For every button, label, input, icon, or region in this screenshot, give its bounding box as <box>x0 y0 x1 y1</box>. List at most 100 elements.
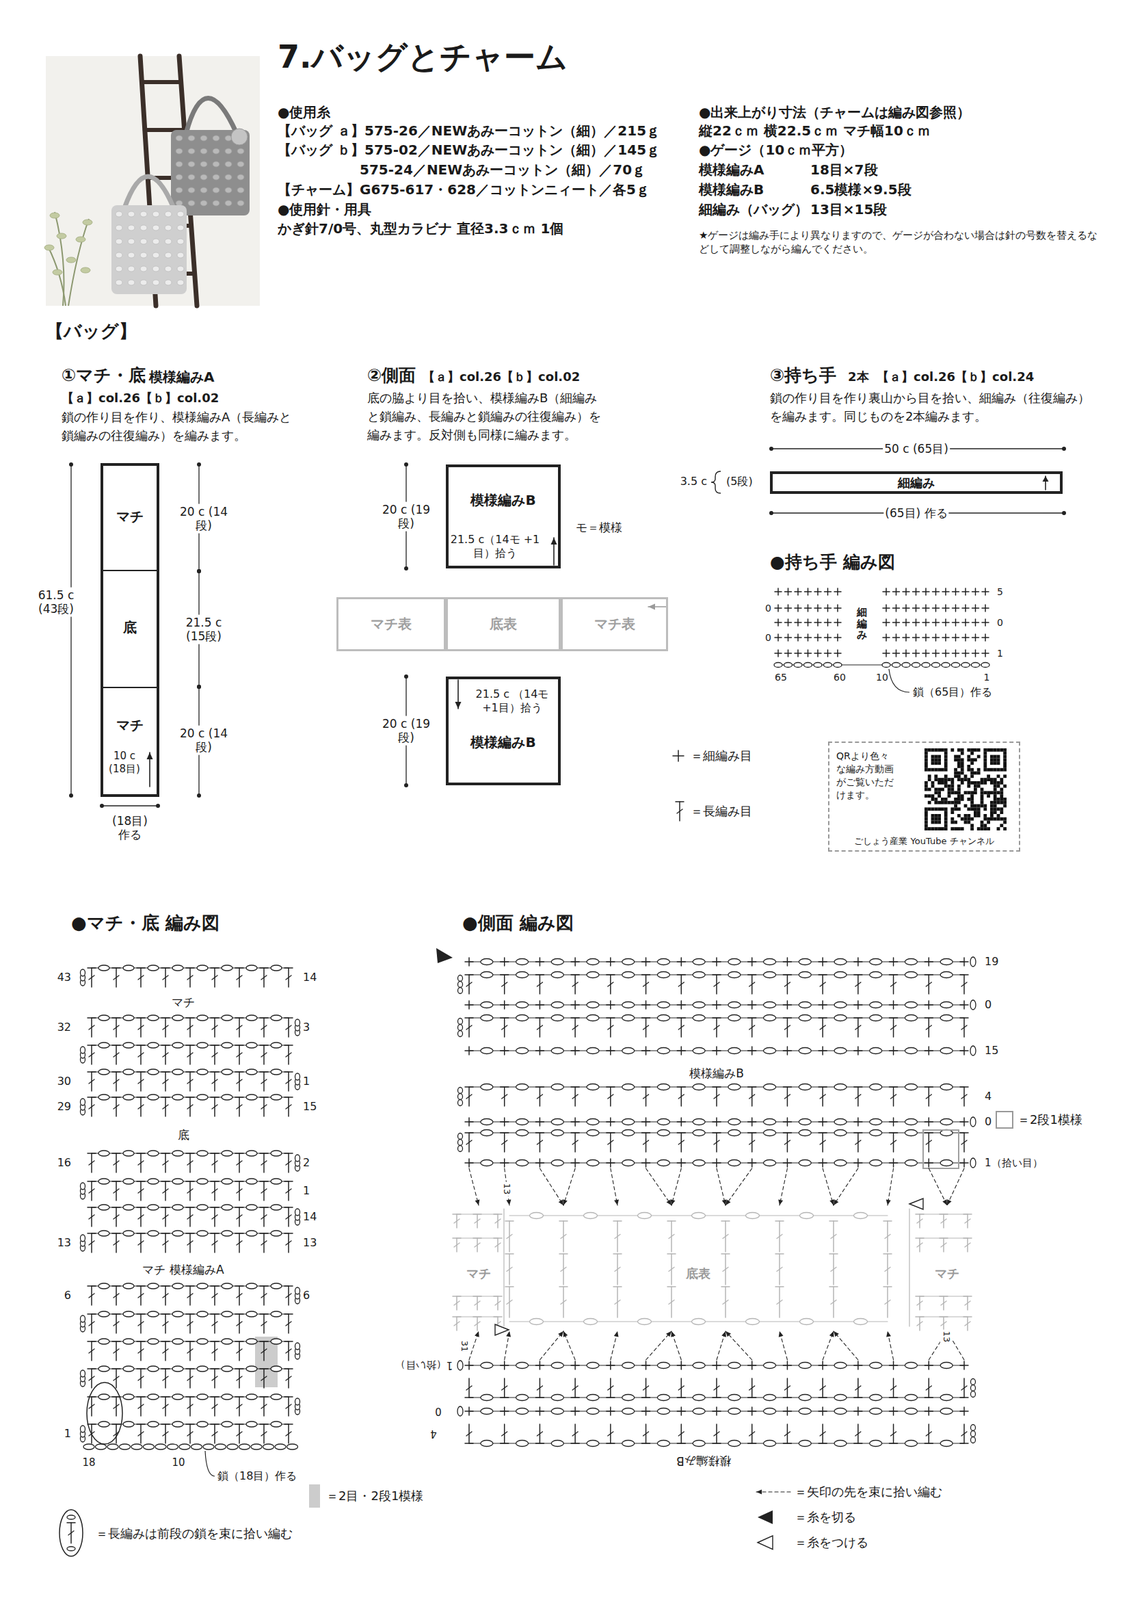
pickup-arrows <box>506 1330 511 1337</box>
chart-b <box>692 1118 705 1125</box>
chart-b <box>539 1360 541 1369</box>
qr-code <box>944 757 948 762</box>
photo <box>224 148 232 154</box>
dimension-lines <box>769 510 774 515</box>
qr-code <box>947 790 952 794</box>
chart-b <box>855 1431 861 1436</box>
handle-chart <box>955 618 957 626</box>
chart-a <box>138 1240 144 1245</box>
handle-chart <box>935 649 937 657</box>
qr-code <box>924 823 928 827</box>
qr-code <box>924 761 928 765</box>
handle-chart <box>895 633 898 641</box>
chart-b <box>657 1001 670 1008</box>
chart-a <box>123 1310 135 1317</box>
dimension-lines <box>101 804 158 806</box>
photo <box>44 244 55 251</box>
photo <box>200 135 208 141</box>
chart-a <box>261 1431 267 1436</box>
chart-a <box>285 1403 292 1408</box>
chart-a <box>263 1443 275 1449</box>
qr-code <box>934 813 938 818</box>
chart-b <box>436 947 976 1447</box>
chart-a <box>98 1150 110 1156</box>
chart-b <box>516 1440 529 1447</box>
chart-b <box>798 1407 811 1415</box>
chart-b <box>763 1129 777 1136</box>
chart-b <box>821 1117 824 1126</box>
photo <box>164 224 172 231</box>
chart-b <box>458 987 463 994</box>
handle-chart <box>817 618 819 626</box>
qr-code <box>924 787 928 792</box>
pickup-arrows <box>887 1167 894 1205</box>
chart-a <box>98 1178 110 1184</box>
chart-a <box>261 1079 267 1084</box>
chart-b <box>970 1116 976 1127</box>
chart-a <box>196 1365 208 1372</box>
pickup-arrows <box>506 1199 511 1205</box>
photo <box>140 265 148 272</box>
qr-code <box>934 820 938 824</box>
chart-a <box>270 1230 282 1236</box>
chart-b <box>728 1083 741 1090</box>
qr-code <box>934 817 938 821</box>
chart-b <box>503 957 506 966</box>
chart-b <box>681 1406 683 1415</box>
chart-a <box>196 1094 208 1100</box>
chart-a <box>196 1282 208 1289</box>
chart-a <box>98 1230 110 1236</box>
chart-a <box>221 1393 233 1400</box>
photo <box>115 252 123 258</box>
chart-b <box>607 1385 614 1390</box>
pickup-arrows <box>779 1167 788 1205</box>
chart-a <box>270 1068 282 1075</box>
chart-b <box>480 1440 494 1447</box>
handle-chart <box>774 588 990 693</box>
chart-b <box>893 1000 895 1009</box>
chart-a <box>172 1393 184 1400</box>
photo <box>75 236 86 243</box>
pickup-arrows <box>725 1167 753 1205</box>
chart-a <box>221 1042 233 1048</box>
chart-b <box>904 1129 917 1136</box>
photo <box>212 135 220 141</box>
pickup-arrows <box>614 1198 619 1205</box>
chart-b <box>574 1158 576 1167</box>
chart-a <box>147 1420 159 1427</box>
chart-a <box>88 1025 95 1030</box>
chart-a <box>123 964 135 971</box>
chart-a <box>98 1094 110 1100</box>
chart-b <box>940 1014 953 1021</box>
chart-b <box>503 1117 506 1126</box>
chart-a <box>80 1046 86 1054</box>
chart-b <box>821 1158 824 1167</box>
chart-a <box>88 1321 95 1326</box>
chart-b <box>857 1406 859 1415</box>
chart-a <box>88 1052 95 1057</box>
chart-b <box>622 1440 635 1447</box>
chart-b <box>869 1014 883 1021</box>
chart-b <box>609 957 612 966</box>
chart-b <box>751 957 753 966</box>
grey-chart <box>452 1198 972 1335</box>
chart-a <box>196 1204 208 1210</box>
chart-b <box>749 1094 755 1099</box>
chart-a <box>196 1068 208 1075</box>
handle-chart <box>921 662 930 668</box>
chart-b <box>763 1047 777 1054</box>
photo <box>177 252 184 258</box>
qr-code <box>934 787 938 792</box>
chart-b <box>516 1362 529 1369</box>
chart-a <box>221 1094 233 1100</box>
chart-a <box>191 1443 203 1449</box>
chart-b <box>763 1159 777 1166</box>
qr-code <box>944 820 948 824</box>
qr-code <box>944 774 948 778</box>
grey-chart <box>560 1299 567 1305</box>
chart-a <box>179 1443 191 1449</box>
chart-b <box>821 1406 824 1415</box>
chart-a <box>88 1160 95 1165</box>
qr-code <box>940 780 945 785</box>
chart-b <box>925 981 932 987</box>
